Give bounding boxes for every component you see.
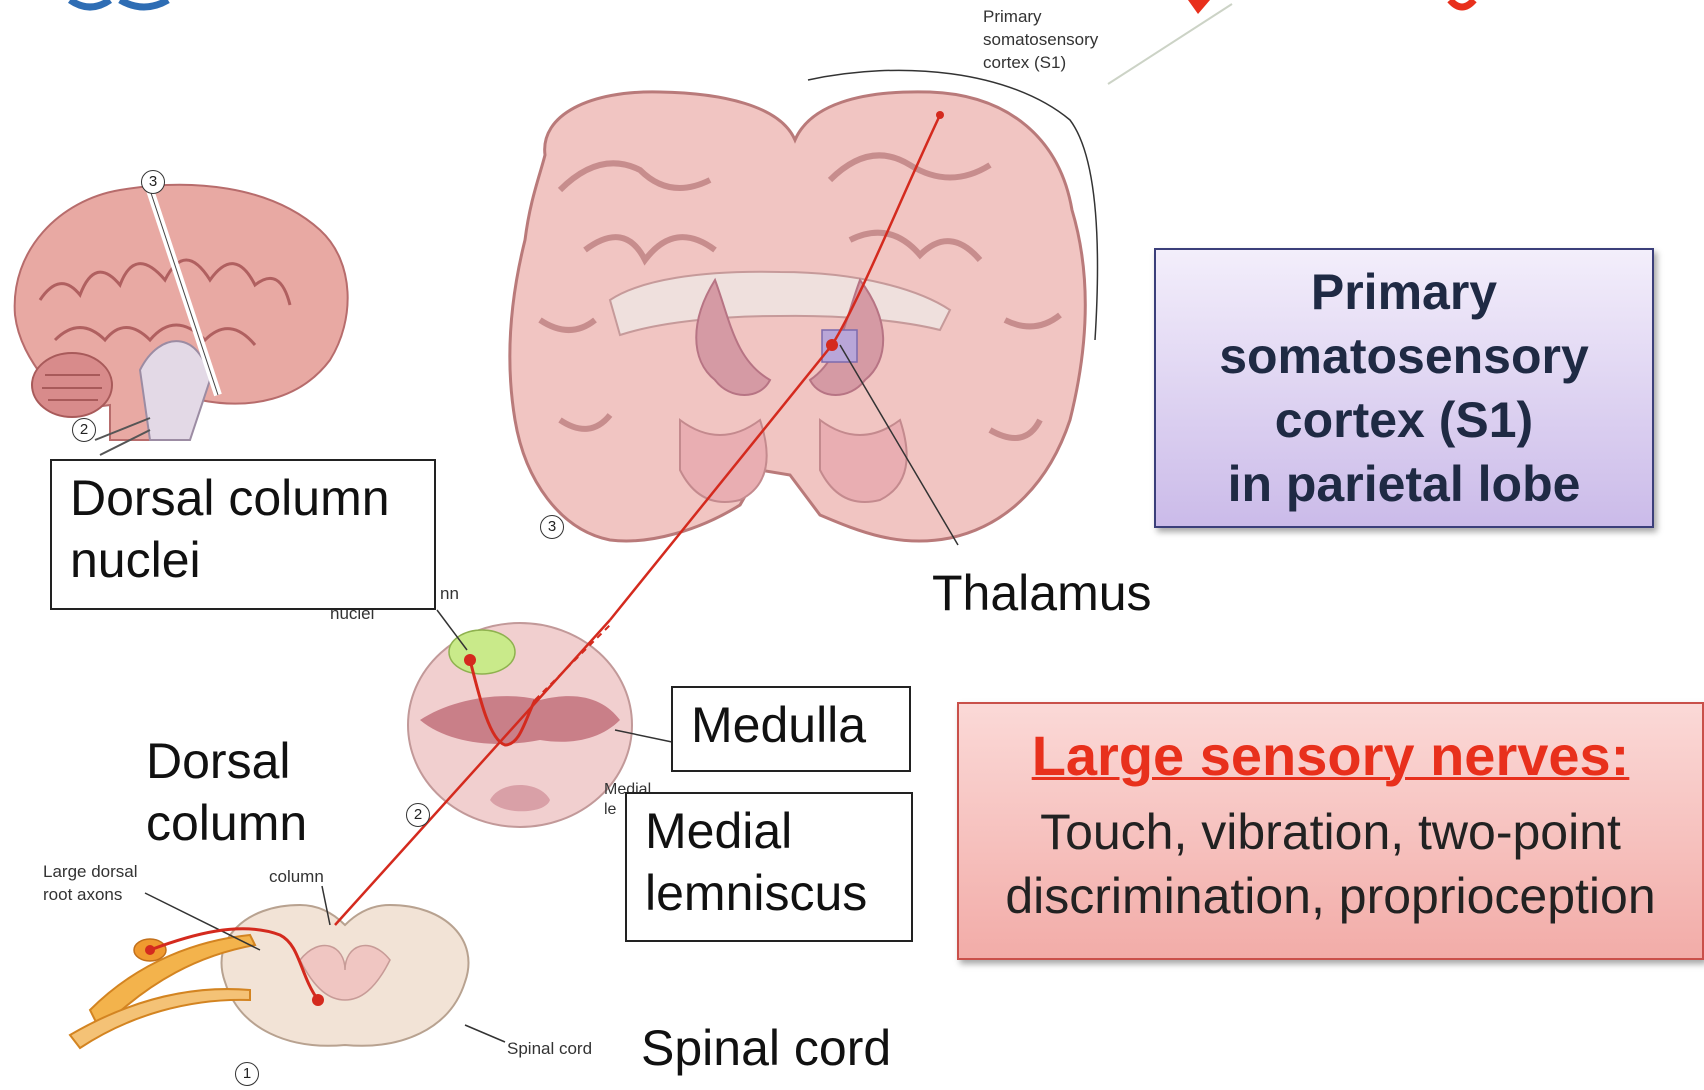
step-3-marker-coronal: 3 [540,515,564,539]
step-1-marker-spinal: 1 [235,1062,259,1086]
column-small-label: column [269,865,324,888]
medial-lemniscus-line-2: lemniscus [645,862,893,924]
s1-small-line-2: somatosensory [983,28,1098,51]
nerves-body-line-1: Touch, vibration, two-point [959,800,1702,864]
s1-small-line-3: cortex (S1) [983,51,1098,74]
medulla-section [408,623,632,827]
partial-le-label: le [604,798,616,821]
dorsal-column-nuclei-line-2: nuclei [70,529,416,591]
dorsal-column-label: Dorsal column [146,730,307,854]
large-dorsal-root-label: Large dorsal root axons [43,860,138,906]
s1-small-label: Primary somatosensory cortex (S1) [983,5,1098,74]
dorsal-column-nuclei-box: Dorsal column nuclei [50,459,436,610]
large-dorsal-root-line-2: root axons [43,883,138,906]
header-remnant [70,0,1474,84]
large-sensory-nerves-body: Touch, vibration, two-point discriminati… [959,800,1702,928]
step-3-marker: 3 [141,170,165,194]
large-sensory-nerves-title: Large sensory nerves: [959,722,1702,790]
large-sensory-nerves-box: Large sensory nerves: Touch, vibration, … [957,702,1704,960]
s1-small-line-1: Primary [983,5,1098,28]
s1-callout-line-1: Primary [1311,260,1497,324]
sagittal-brain [15,185,348,455]
spinal-cord-label: Spinal cord [641,1017,891,1079]
step-2-marker-sagittal: 2 [72,418,96,442]
medial-lemniscus-line-1: Medial [645,800,893,862]
spinal-cord-small-label: Spinal cord [507,1037,592,1060]
large-dorsal-root-line-1: Large dorsal [43,860,138,883]
spinal-cord-section [70,905,468,1048]
s1-callout-line-4: in parietal lobe [1228,452,1581,516]
medulla-text: Medulla [691,694,891,756]
dorsal-column-line-1: Dorsal [146,730,307,792]
partial-nn-label: nn [440,582,459,605]
medulla-box: Medulla [671,686,911,772]
s1-callout-line-2: somatosensory [1219,324,1589,388]
dorsal-column-line-2: column [146,792,307,854]
step-2-marker-medulla: 2 [406,803,430,827]
coronal-brain-section [510,70,1098,541]
thalamus-label: Thalamus [932,562,1152,624]
dorsal-column-nuclei-line-1: Dorsal column [70,467,416,529]
s1-callout-box: Primary somatosensory cortex (S1) in par… [1154,248,1654,528]
s1-callout-line-3: cortex (S1) [1275,388,1533,452]
nerves-body-line-2: discrimination, proprioception [959,864,1702,928]
medial-lemniscus-box: Medial lemniscus [625,792,913,942]
